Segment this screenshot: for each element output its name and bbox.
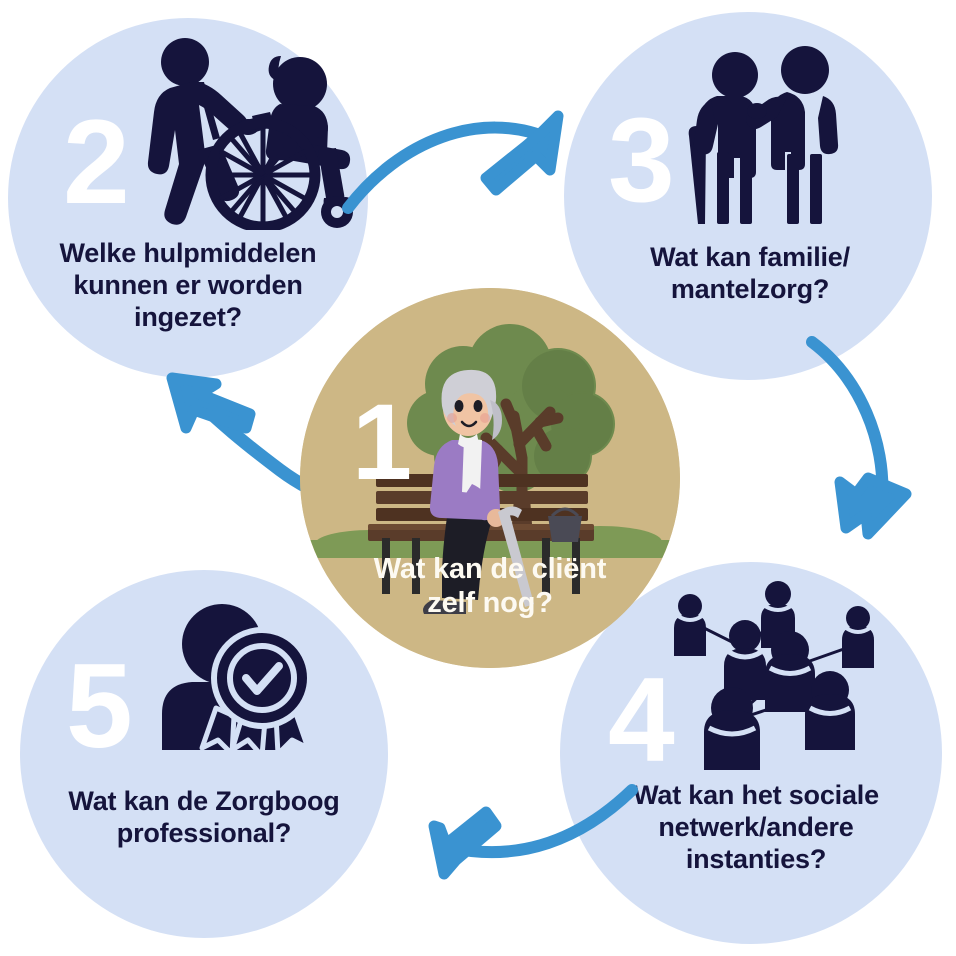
node-label-4: Wat kan het sociale netwerk/andere insta…: [584, 780, 928, 876]
node-label-5: Wat kan de Zorgboog professional?: [26, 786, 382, 850]
node-number-5: 5: [66, 639, 133, 773]
node-label-2-line-1: Welke hulpmiddelen: [59, 238, 317, 268]
node-label-3-line-2: mantelzorg?: [670, 273, 830, 304]
node-number-2: 2: [63, 95, 130, 229]
arrow-top-rightward: [342, 110, 564, 214]
node-label-1-line-2: zelf nog?: [427, 587, 553, 620]
node-label-3: Wat kan familie/ mantelzorg?: [590, 242, 910, 306]
node-label-5-line-2: professional?: [116, 817, 292, 848]
elderly-person-on-bench-under-tree-illustration: [300, 288, 680, 668]
node-circle-1[interactable]: 1 Wat kan de cliënt zelf nog?: [300, 288, 680, 668]
elderly-with-cane-and-helper-icon: [683, 42, 859, 228]
node-label-1-line-1: Wat kan de cliënt: [373, 553, 607, 585]
node-label-2-line-3: ingezet?: [134, 301, 242, 332]
wheelchair-caregiver-icon: [140, 30, 355, 233]
node-number-3: 3: [608, 93, 675, 227]
node-label-2: Welke hulpmiddelen kunnen er worden inge…: [18, 238, 358, 334]
node-label-2-line-2: kunnen er worden: [73, 269, 303, 300]
professional-person-award-badge-icon: [150, 600, 330, 770]
node-label-4-line-3: instanties?: [685, 843, 827, 874]
node-label-4-line-2: netwerk/andere: [658, 811, 854, 842]
node-label-4-line-1: Wat kan het sociale: [633, 780, 879, 810]
node-number-1: 1: [352, 381, 412, 502]
node-label-3-line-1: Wat kan familie/: [650, 242, 850, 272]
social-network-people-icon: [660, 572, 882, 772]
node-label-1: Wat kan de cliënt zelf nog?: [320, 552, 660, 620]
node-label-5-line-1: Wat kan de Zorgboog: [68, 786, 340, 816]
node-number-4: 4: [608, 653, 675, 787]
